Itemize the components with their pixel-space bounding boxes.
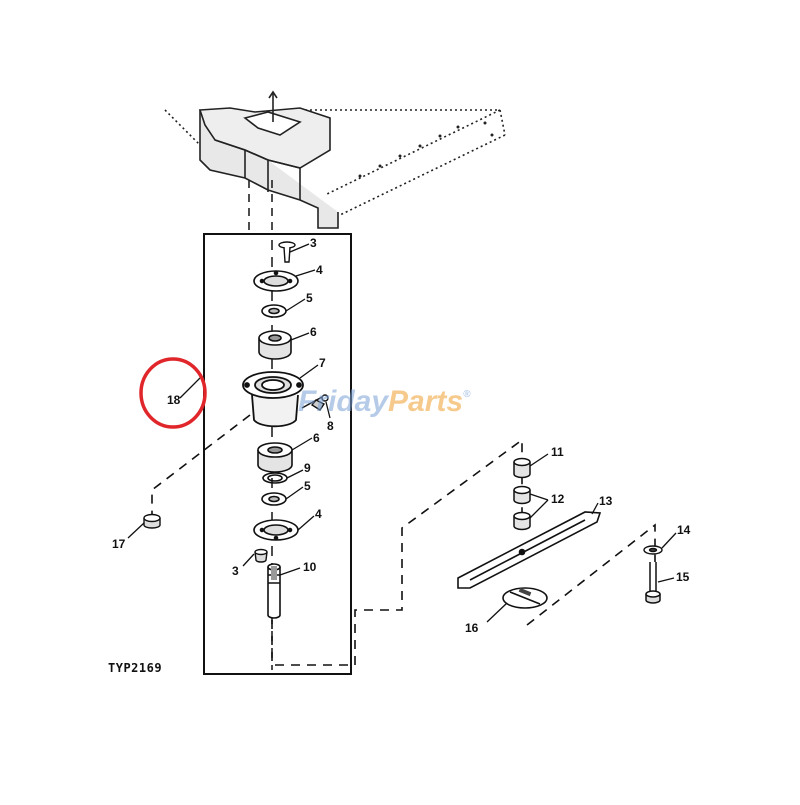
bearing-part-6-bottom	[257, 442, 293, 473]
highlight-circle	[139, 357, 207, 429]
flange-plate-part-4-top	[253, 270, 299, 292]
assembly-box	[203, 233, 352, 675]
nut-part-3-bottom	[254, 548, 268, 563]
callout-13: 13	[599, 494, 613, 508]
flange-plate-part-4-bottom	[253, 519, 299, 541]
blade-part-13	[457, 511, 602, 589]
callout-12: 12	[551, 492, 565, 506]
callout-6-top: 6	[310, 325, 317, 339]
spacer-part-12-lower	[513, 511, 531, 531]
connector-lines	[151, 414, 656, 666]
watermark: FridayParts®	[298, 385, 471, 418]
callout-3-bottom: 3	[232, 564, 239, 578]
spindle-shaft-part-10	[267, 563, 281, 619]
washer-part-14	[643, 545, 663, 555]
callout-14: 14	[677, 523, 691, 537]
spindle-housing-part-7	[242, 371, 304, 428]
callout-11: 11	[551, 445, 564, 459]
callout-3-top: 3	[310, 236, 317, 250]
deck-frame	[164, 90, 506, 235]
spacer-part-12-upper	[513, 485, 531, 505]
callout-8: 8	[327, 419, 334, 433]
bolt-part-15	[645, 562, 661, 604]
callout-17: 17	[112, 537, 126, 551]
callout-15: 15	[676, 570, 690, 584]
figure-code: TYP2169	[108, 661, 162, 675]
callout-5-top: 5	[306, 291, 313, 305]
blade-disk-part-16	[502, 587, 548, 609]
bearing-part-6-top	[258, 330, 292, 360]
callout-labels: 3 4 5 6 7 8 6 9 5 4 3 10 11 12 13 14 15 …	[112, 236, 691, 635]
callout-4-bottom: 4	[315, 507, 322, 521]
callout-9: 9	[304, 461, 311, 475]
callout-16: 16	[465, 621, 479, 635]
snap-ring-part-9	[262, 472, 288, 484]
spacer-part-11	[513, 457, 531, 479]
nut-part-17	[143, 513, 161, 529]
seal-part-5-top	[261, 304, 287, 318]
callout-10: 10	[303, 560, 317, 574]
leader-lines	[127, 243, 677, 623]
callout-6-bottom: 6	[313, 431, 320, 445]
seal-part-5-bottom	[261, 492, 287, 506]
callout-5-bottom: 5	[304, 479, 311, 493]
callout-7: 7	[319, 356, 326, 370]
screw-part-3-top	[278, 241, 296, 263]
grease-fitting-part-8	[301, 394, 329, 411]
callout-18: 18	[167, 393, 181, 407]
callout-4-top: 4	[316, 263, 323, 277]
